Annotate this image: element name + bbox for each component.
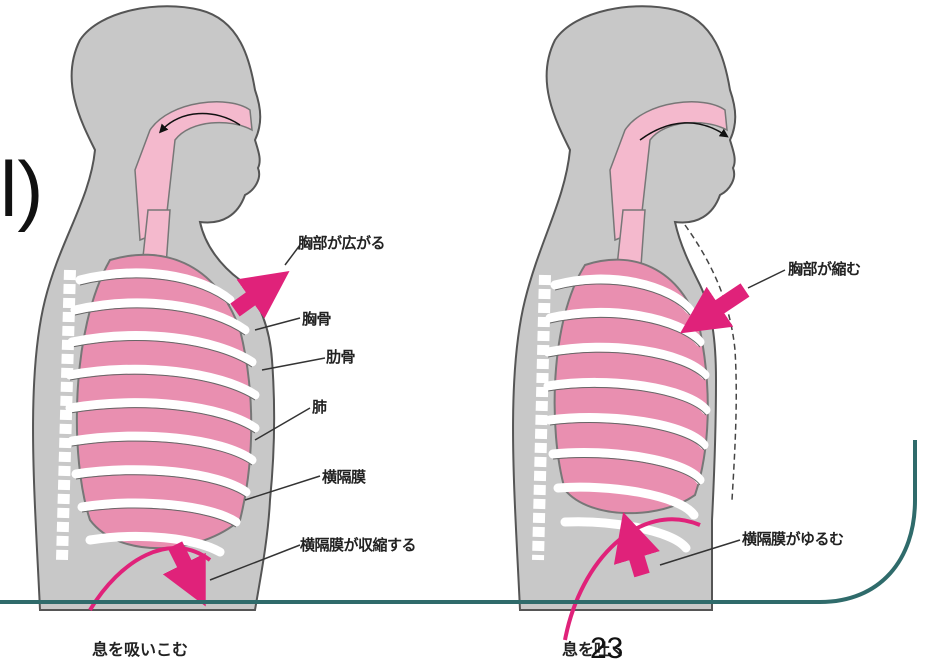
label-sternum: 胸骨 [302, 308, 331, 329]
label-chest-contracts: 胸部が縮む [788, 258, 861, 279]
exhale-spine [538, 275, 545, 560]
label-chest-expands: 胸部が広がる [298, 232, 385, 253]
slide-title-fragment: l) [0, 150, 43, 228]
inhale-spine [62, 270, 70, 560]
label-ribs: 肋骨 [326, 346, 355, 367]
label-diaphragm-relaxes: 横隔膜がゆるむ [742, 528, 844, 549]
inhale-figure [33, 6, 325, 610]
label-diaphragm-contracts: 横隔膜が収縮する [300, 534, 416, 555]
label-diaphragm: 横隔膜 [322, 466, 366, 487]
label-lung: 肺 [312, 396, 327, 417]
slide-page-number: 23 [590, 632, 623, 666]
caption-inhale: 息を吸いこむ [92, 636, 188, 660]
